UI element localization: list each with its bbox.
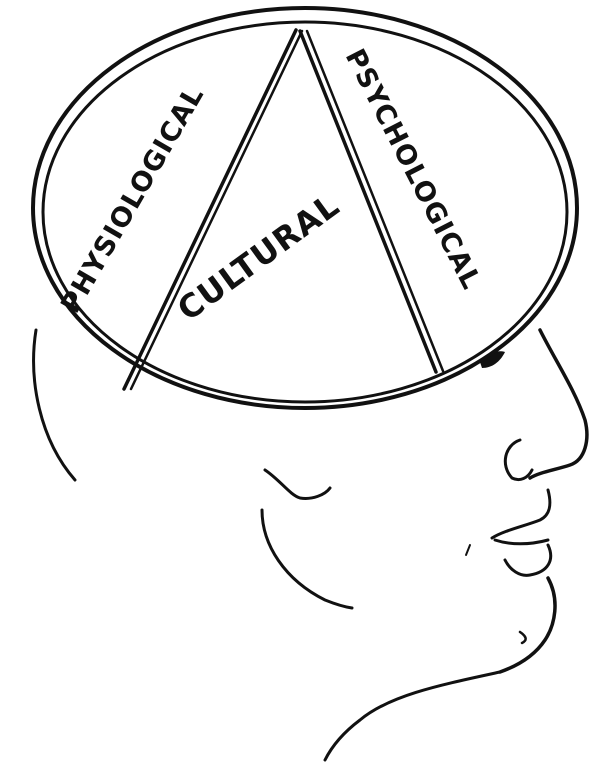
neck-front <box>325 672 500 760</box>
ear-top <box>265 470 330 498</box>
chin <box>500 578 555 672</box>
nostril <box>505 440 532 480</box>
triangle-dividers <box>124 30 443 389</box>
back-of-head-line <box>34 330 75 480</box>
cheek-mark <box>466 545 470 555</box>
lower-lip <box>505 545 551 575</box>
jawline <box>262 510 352 608</box>
nose-outline <box>530 330 587 478</box>
cultural-label: CULTURAL <box>170 186 346 329</box>
left-divider-line <box>124 30 296 389</box>
mouth-line <box>495 540 548 544</box>
psychological-label: PSYCHOLOGICAL <box>339 44 487 295</box>
chin-dimple <box>520 632 526 643</box>
left-divider-line-inner <box>131 31 302 389</box>
upper-lip <box>492 490 550 538</box>
head-profile <box>34 330 587 760</box>
